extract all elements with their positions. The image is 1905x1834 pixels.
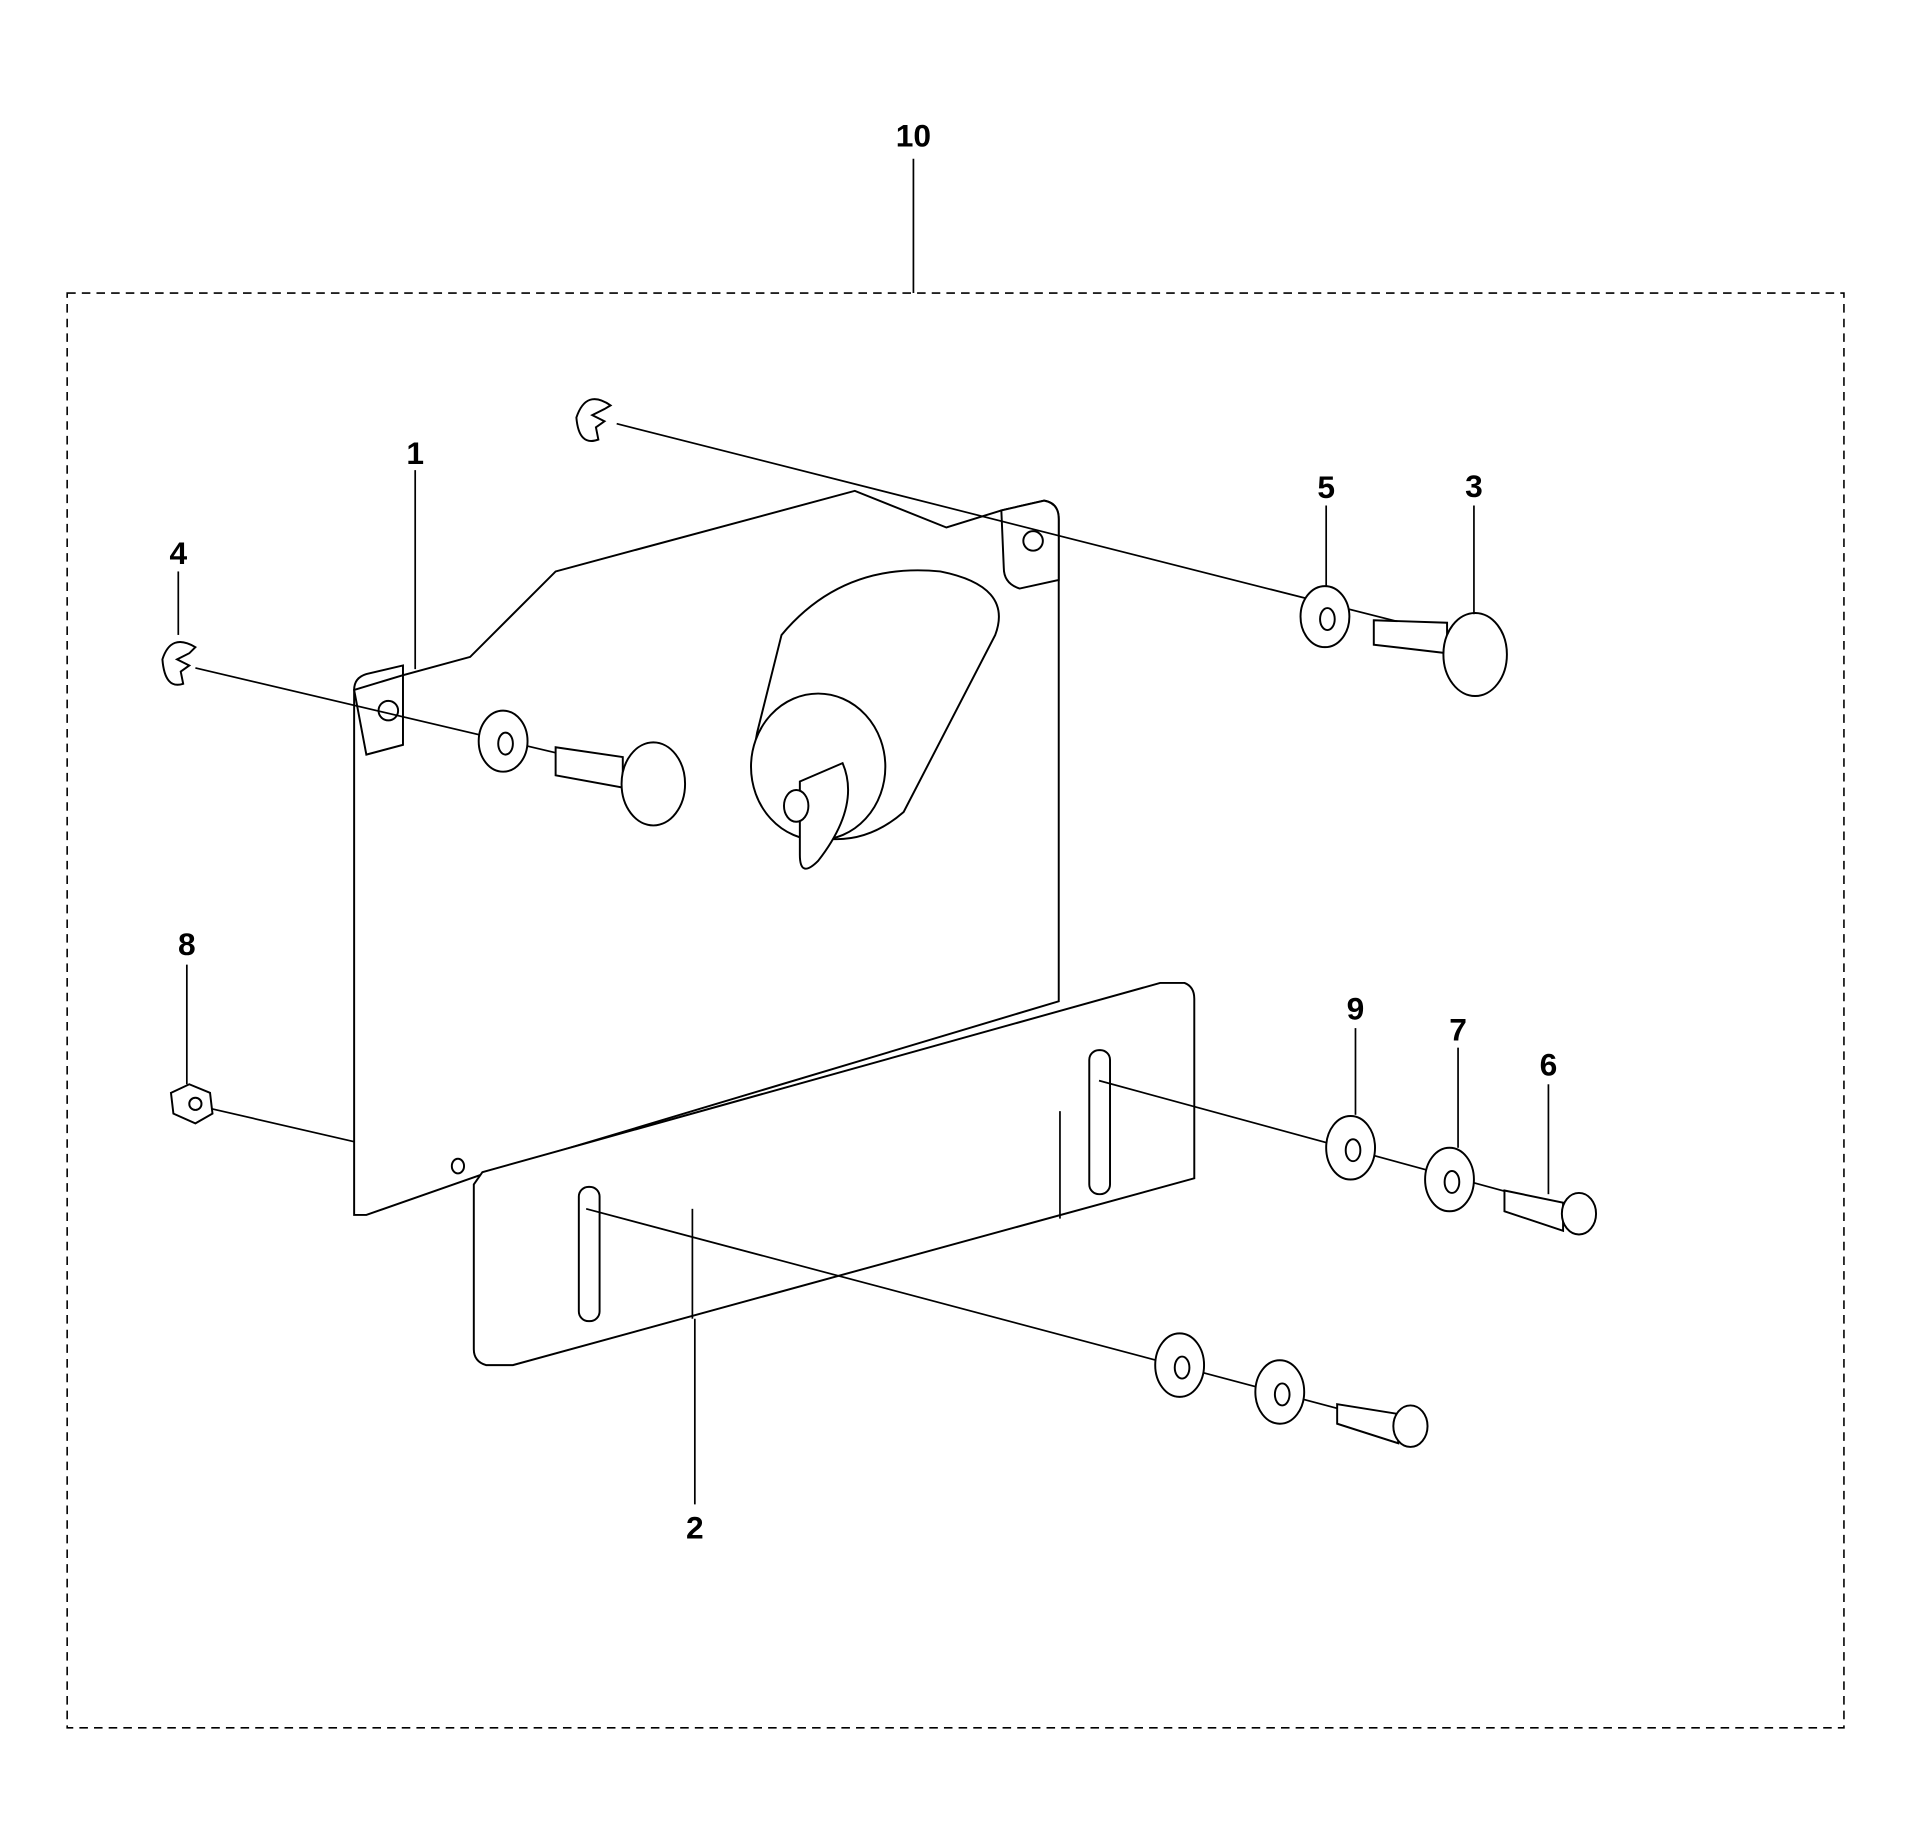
washer-9-hole	[1344, 1138, 1362, 1163]
callout-1: 1	[406, 435, 424, 471]
screw-lower-head	[1392, 1404, 1429, 1448]
mounting-plate	[353, 489, 1060, 1216]
callout-5: 5	[1317, 469, 1335, 505]
e-clip-top	[575, 398, 613, 442]
knob-left-head	[620, 741, 687, 827]
washer-5-hole	[1319, 607, 1336, 632]
callout-4: 4	[169, 535, 187, 571]
nut-8-hole	[188, 1096, 203, 1111]
callout-8: 8	[178, 926, 196, 962]
callout-2: 2	[686, 1510, 704, 1546]
callout-6: 6	[1540, 1047, 1558, 1083]
knob-3-head	[1442, 611, 1508, 697]
assembly-boundary	[66, 292, 1845, 1729]
washer-lower-1-hole	[1173, 1355, 1191, 1380]
washer-left-hole	[497, 731, 514, 756]
knob-3	[1372, 619, 1449, 655]
screw-6	[1503, 1189, 1565, 1233]
guide-bar	[450, 981, 1196, 1367]
callout-10: 10	[896, 118, 931, 154]
e-clip-left	[161, 641, 197, 686]
callout-7: 7	[1449, 1011, 1467, 1047]
washer-lower-2-hole	[1273, 1382, 1291, 1407]
screw-lower	[1336, 1403, 1400, 1445]
washer-7-hole	[1443, 1169, 1461, 1194]
callout-9: 9	[1347, 991, 1365, 1027]
screw-6-head	[1560, 1191, 1598, 1236]
callout-3: 3	[1465, 468, 1483, 504]
